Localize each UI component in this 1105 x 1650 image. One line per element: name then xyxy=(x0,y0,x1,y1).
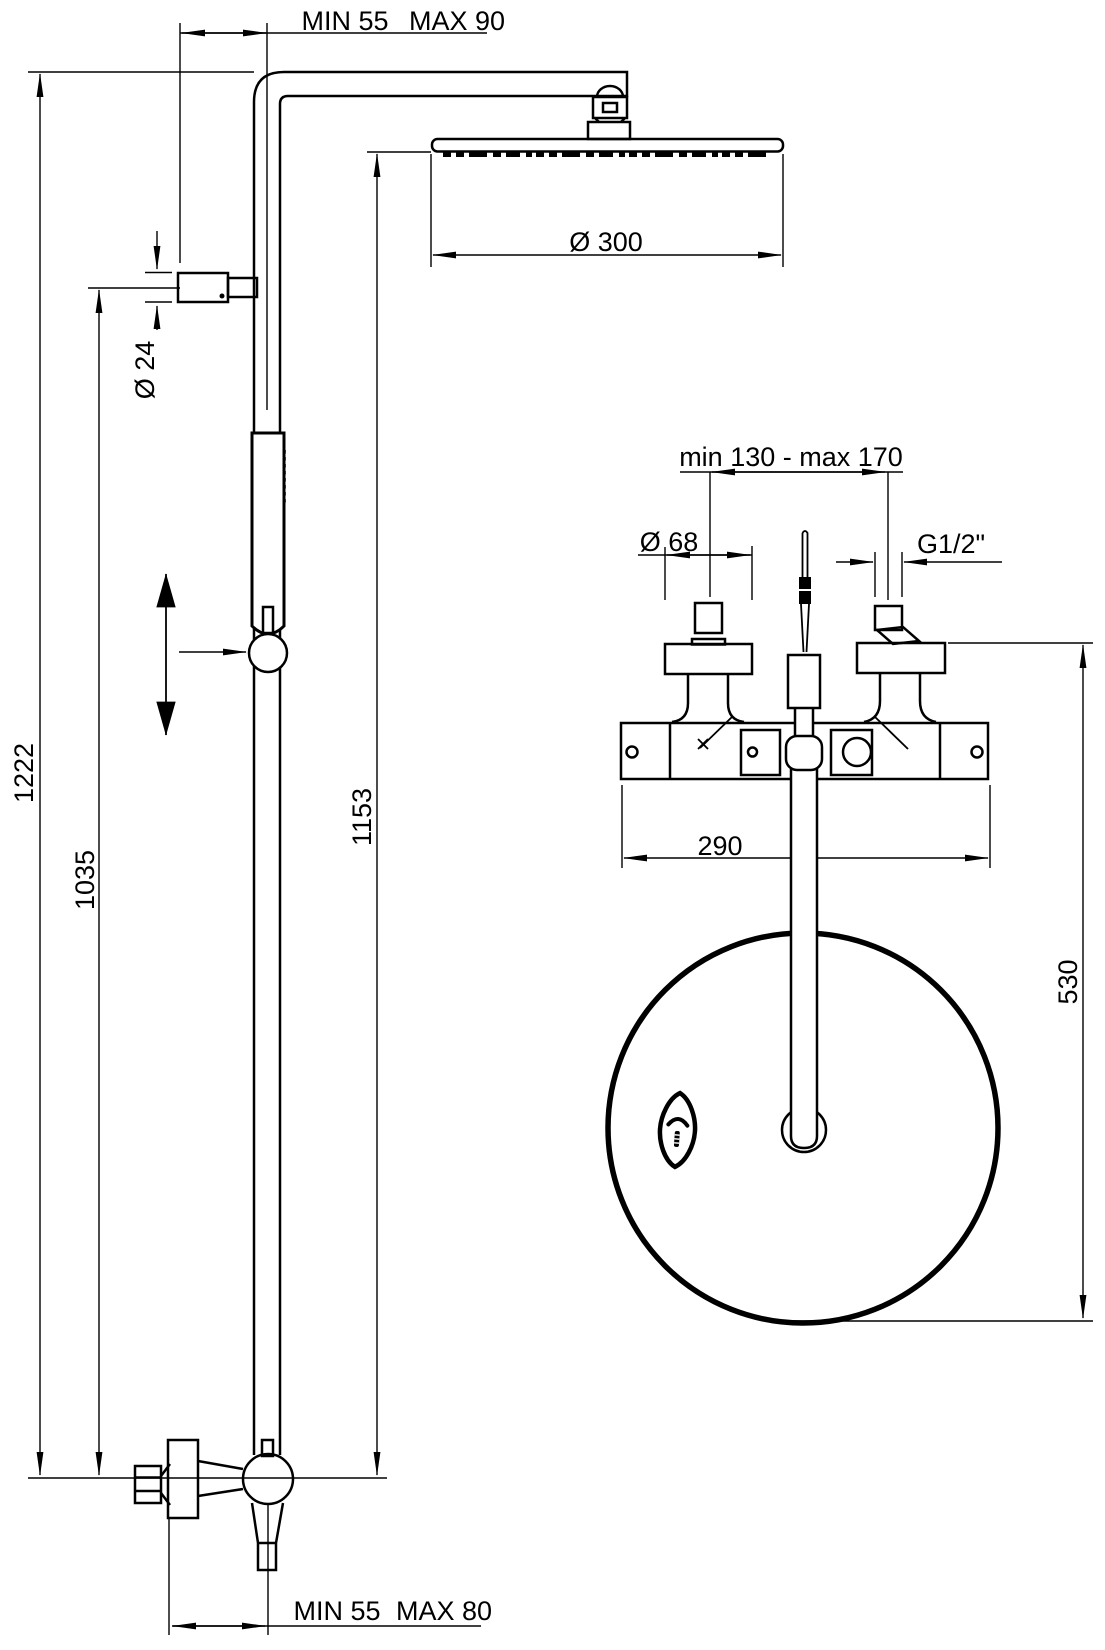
label-body-width: 290 xyxy=(697,831,742,861)
label-outlet-drop: 530 xyxy=(1053,959,1083,1004)
wall-flange xyxy=(166,1438,200,1520)
bracket-screw xyxy=(219,293,225,299)
label-top-offset-min: MIN 55 xyxy=(301,6,388,36)
dimension-labels: MIN 55 MAX 90 Ø 300 Ø 24 1222 1035 1153 … xyxy=(9,6,1083,1626)
label-head-diameter: Ø 300 xyxy=(569,227,643,257)
diverter-pull-rod xyxy=(799,530,811,653)
side-view-shower-column xyxy=(133,70,785,1572)
label-bottom-offset-max: MAX 80 xyxy=(396,1596,492,1626)
label-bottom-offset-min: MIN 55 xyxy=(293,1596,380,1626)
diverter-button xyxy=(841,736,873,768)
mount-screw-hole-right xyxy=(970,745,984,759)
shower-hose xyxy=(784,653,824,1150)
shower-brand-badge-icon xyxy=(657,1090,698,1170)
label-bracket-height: 1035 xyxy=(70,850,100,910)
bottom-supply-valve xyxy=(133,1438,295,1572)
top-view-mixer xyxy=(605,530,1001,1326)
label-top-offset-max: MAX 90 xyxy=(409,6,505,36)
right-rosette xyxy=(855,641,947,675)
right-knob xyxy=(873,604,904,632)
dimension-lines xyxy=(28,23,1093,1635)
label-valve-spacing: min 130 - max 170 xyxy=(679,442,903,472)
mount-screw-hole-left xyxy=(625,745,639,759)
label-rosette-diameter: Ø 68 xyxy=(640,527,699,557)
riser-pipe xyxy=(252,102,282,1455)
ball-joint xyxy=(241,1452,295,1506)
hex-nut xyxy=(133,1464,163,1505)
right-lever xyxy=(874,625,922,646)
head-ball-joint xyxy=(586,84,632,141)
hand-shower xyxy=(247,431,289,674)
slider-stem xyxy=(261,605,275,635)
slider-knob xyxy=(247,632,289,674)
hand-shower-holder xyxy=(786,653,822,710)
label-bracket-diameter: Ø 24 xyxy=(130,341,160,400)
label-head-height: 1153 xyxy=(347,788,377,846)
right-valve-handle xyxy=(855,604,947,750)
left-rosette xyxy=(663,642,754,676)
outlet-stub xyxy=(250,1502,285,1572)
label-thread-size: G1/2" xyxy=(917,529,985,559)
shower-head-plate xyxy=(430,137,785,157)
label-total-height: 1222 xyxy=(9,743,39,803)
upper-wall-bracket xyxy=(176,271,259,304)
left-knob xyxy=(693,601,724,635)
shower-arm xyxy=(252,70,629,105)
left-valve-handle xyxy=(663,601,754,750)
